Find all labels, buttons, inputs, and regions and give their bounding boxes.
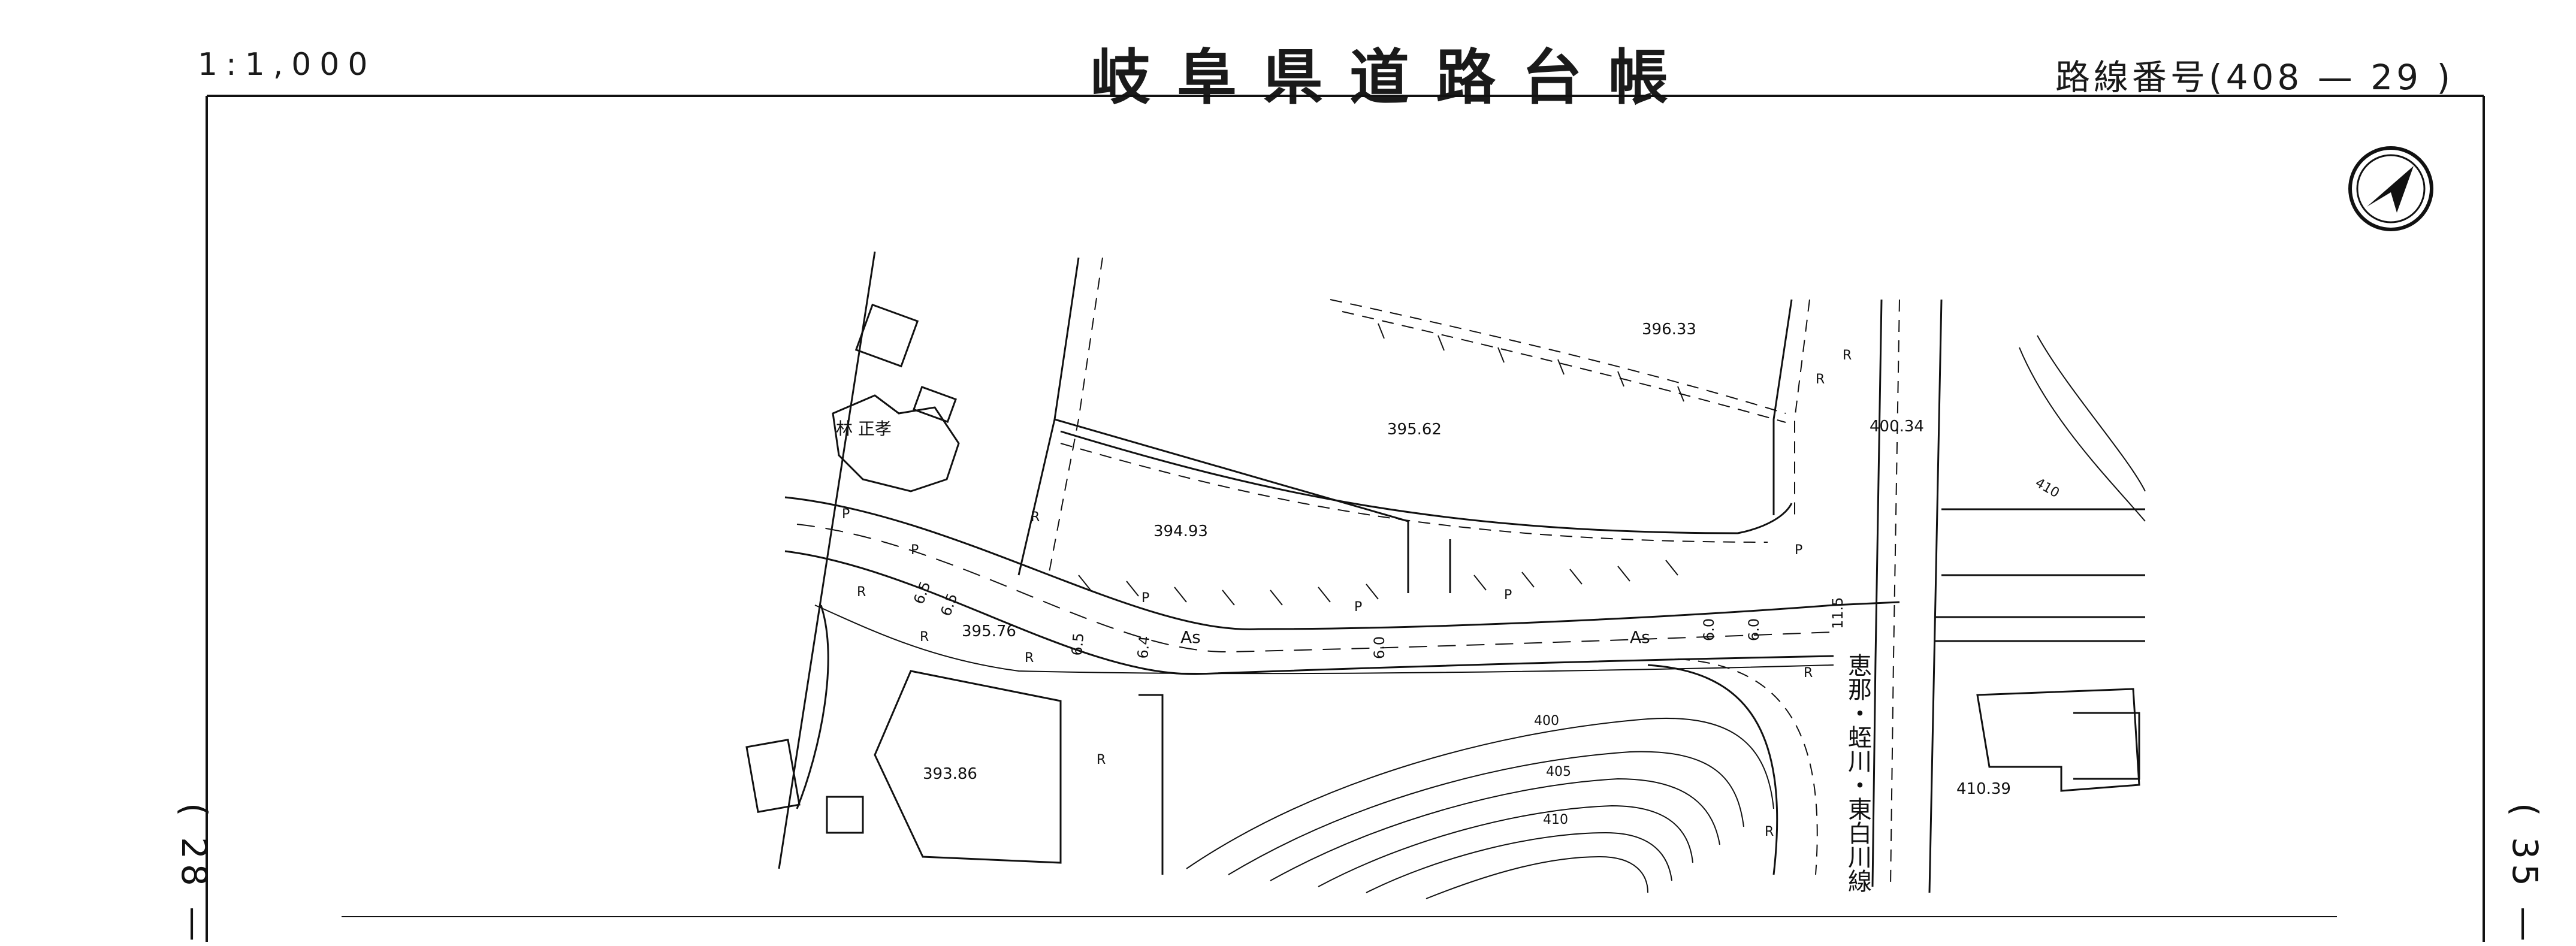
route-number: 路線番号(408 — 29 ) bbox=[2055, 57, 2454, 98]
road-width-label: 11.5 bbox=[1829, 597, 1846, 629]
surface-label: As bbox=[1630, 627, 1650, 647]
road-width-label: 6.5 bbox=[910, 579, 934, 606]
adjacent-page-right: ( 35 — bbox=[2505, 803, 2545, 946]
main-road bbox=[784, 496, 1900, 675]
surface-label: As bbox=[1180, 627, 1201, 647]
road-width-label: 6.0 bbox=[1745, 618, 1762, 641]
road-marker: R bbox=[1804, 666, 1813, 681]
pole-marker: P bbox=[842, 507, 850, 522]
road-width-label: 6.0 bbox=[1701, 618, 1717, 641]
road-width-label: 6.5 bbox=[937, 591, 961, 618]
contour-label: 410 bbox=[1543, 812, 1568, 827]
owner-name-label: 林 正孝 bbox=[836, 419, 892, 439]
pole-marker: P bbox=[1795, 543, 1802, 558]
contour-label: 410 bbox=[2033, 476, 2062, 501]
elevation-label: 400.34 bbox=[1870, 418, 1924, 436]
map-frame bbox=[206, 95, 2485, 942]
elevation-label: 410.39 bbox=[1956, 780, 2011, 798]
lower-road bbox=[796, 605, 1818, 875]
elevation-label: 395.76 bbox=[962, 622, 1016, 640]
road-marker: R bbox=[1097, 752, 1106, 767]
pole-marker: P bbox=[1354, 600, 1362, 615]
pole-marker: P bbox=[1141, 591, 1149, 606]
elevation-label: 395.62 bbox=[1387, 421, 1442, 439]
elevation-label: 393.86 bbox=[923, 765, 977, 783]
road-marker: R bbox=[857, 585, 866, 600]
road-marker: R bbox=[920, 630, 929, 645]
parcel-lines bbox=[1017, 257, 1943, 893]
slope-hachures bbox=[1078, 323, 1684, 606]
contour-label: 405 bbox=[1546, 764, 1571, 779]
map-scale: 1:1,000 bbox=[198, 47, 376, 83]
map-labels: 林 正孝 396.33 395.62 400.34 394.93 395.76 … bbox=[836, 321, 2062, 893]
road-marker: R bbox=[1031, 510, 1040, 525]
north-arrow-icon bbox=[2348, 146, 2433, 231]
left-buildings bbox=[745, 251, 1164, 875]
contour-lines bbox=[1186, 335, 2146, 899]
page-title: 岐阜県道路台帳 bbox=[1091, 43, 1695, 113]
road-marker: R bbox=[1765, 824, 1774, 839]
road-width-label: 6.0 bbox=[1371, 636, 1388, 659]
pole-marker: P bbox=[1504, 588, 1512, 603]
road-width-label: 6.4 bbox=[1134, 635, 1153, 659]
pole-marker: P bbox=[911, 543, 919, 558]
contour-label: 400 bbox=[1534, 714, 1559, 729]
road-marker: R bbox=[1816, 372, 1825, 387]
road-marker: R bbox=[1025, 651, 1034, 666]
road-name-label: 恵那・蛭川・東白川線 bbox=[1844, 653, 1871, 893]
elevation-label: 394.93 bbox=[1153, 522, 1208, 540]
elevation-label: 396.33 bbox=[1642, 321, 1696, 338]
road-marker: R bbox=[1843, 348, 1852, 363]
road-width-label: 6.5 bbox=[1068, 632, 1087, 656]
right-buildings bbox=[1935, 508, 2145, 792]
